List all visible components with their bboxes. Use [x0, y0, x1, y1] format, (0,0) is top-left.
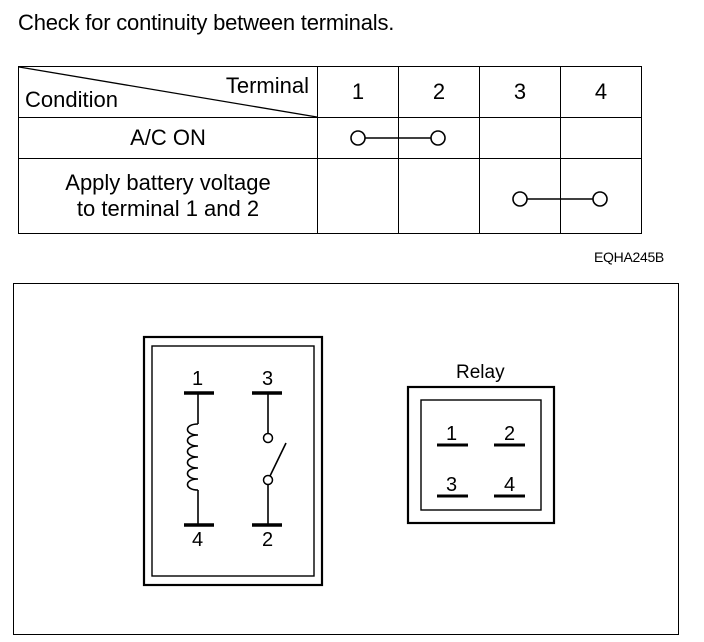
continuity-cell-3	[479, 117, 561, 159]
condition-cell: Apply battery voltage to terminal 1 and …	[18, 158, 318, 234]
condition-text-line-1: Apply battery voltage	[65, 170, 271, 195]
coil-pin-bottom-label: 4	[192, 529, 203, 551]
terminal-header-3: 3	[479, 66, 561, 118]
header-terminal-label: Terminal	[225, 73, 309, 98]
terminal-header-2: 2	[398, 66, 480, 118]
switch-icon	[252, 391, 287, 527]
condition-text-line-2: to terminal 1 and 2	[76, 196, 260, 221]
relay-pin-2-label: 2	[504, 423, 515, 445]
header-condition-label: Condition	[25, 87, 118, 112]
instruction-text: Check for continuity between terminals.	[18, 10, 395, 35]
table-header-row: Terminal Condition 1 2 3 4	[18, 66, 642, 118]
relay-pin-bars	[437, 443, 525, 498]
switch-pin-top-label: 3	[262, 368, 273, 390]
continuity-table: Terminal Condition 1 2 3 4 A/C ON Apply …	[18, 66, 642, 234]
switch-pin-bottom-label: 2	[262, 529, 273, 551]
continuity-cell-2	[398, 158, 480, 234]
coil-icon	[184, 391, 214, 527]
header-diagonal-cell: Terminal Condition	[18, 66, 318, 118]
table-row: Apply battery voltage to terminal 1 and …	[18, 158, 642, 234]
terminal-header-4: 4	[560, 66, 642, 118]
condition-text: A/C ON	[130, 125, 206, 150]
relay-connector-frame	[406, 385, 556, 525]
relay-pin-3-label: 3	[446, 474, 457, 496]
table-row: A/C ON	[18, 117, 642, 159]
schematic-frame	[142, 335, 324, 587]
relay-diagram-panel	[13, 283, 679, 635]
relay-pin-4-label: 4	[504, 474, 515, 496]
continuity-cell-4	[560, 117, 642, 159]
header-diagonal-line	[19, 67, 317, 117]
coil-pin-top-label: 1	[192, 368, 203, 390]
figure-code: EQHA245B	[594, 249, 664, 265]
continuity-cell-1	[317, 158, 399, 234]
relay-label: Relay	[456, 362, 505, 383]
relay-pin-1-label: 1	[446, 423, 457, 445]
